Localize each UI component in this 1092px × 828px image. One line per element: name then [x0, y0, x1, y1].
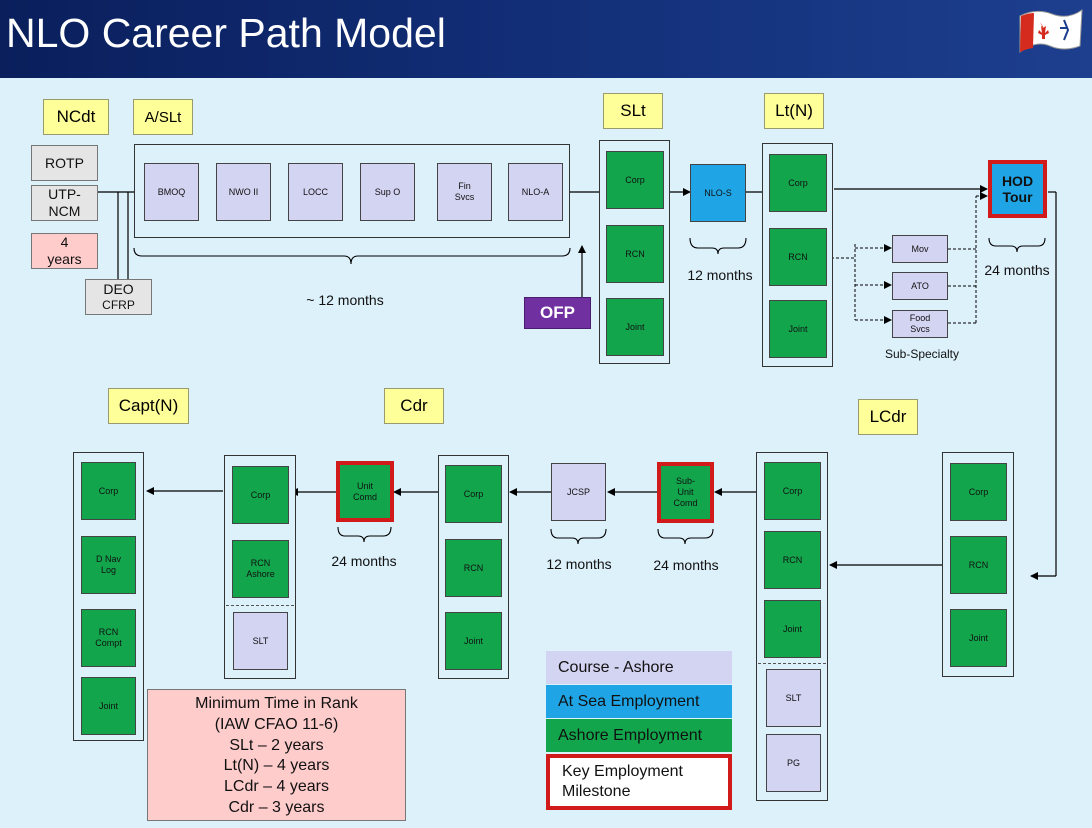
canadian-navy-flag-icon: [1019, 8, 1083, 53]
deo-label: DEO: [103, 281, 134, 297]
duration-unit: 24 months: [331, 553, 397, 569]
rank-lcdr: LCdr: [858, 399, 918, 435]
min-time-lcdr: LCdr – 4 years: [224, 778, 329, 796]
rank-aslt: A/SLt: [133, 99, 193, 135]
lcdr-pg-course: PG: [766, 734, 821, 792]
rank-ncdt: NCdt: [43, 99, 109, 135]
cdr-joint: Joint: [445, 612, 502, 670]
rank-slt: SLt: [603, 93, 663, 129]
captn-joint: Joint: [81, 677, 136, 735]
lcdr-right-rcn: RCN: [950, 536, 1007, 594]
aslt-course-group: [134, 144, 570, 238]
page-title: NLO Career Path Model: [6, 10, 446, 56]
course-nwo2: NWO II: [216, 163, 271, 221]
subspecialty-ato: ATO: [892, 272, 948, 300]
rank-cdr: Cdr: [384, 388, 444, 424]
captn-left-corp: Corp: [81, 462, 136, 520]
course-jcsp: JCSP: [551, 463, 606, 521]
ltn-corp: Corp: [769, 154, 827, 212]
legend-sea: At Sea Employment: [546, 685, 732, 718]
course-nloa: NLO-A: [508, 163, 563, 221]
lcdr-joint: Joint: [764, 600, 821, 658]
min-time-slt: SLt – 2 years: [229, 736, 324, 754]
captn-rcn-compt: RCN Compt: [81, 609, 136, 667]
lcdr-rcn: RCN: [764, 531, 821, 589]
legend-key-line1: Key Employment: [562, 763, 683, 780]
captn-dnavlog: D Nav Log: [81, 536, 136, 594]
captn-corp: Corp: [232, 466, 289, 524]
lcdr-right-joint: Joint: [950, 609, 1007, 667]
subspecialty-mov: Mov: [892, 235, 948, 263]
course-bmoq: BMOQ: [144, 163, 199, 221]
cfrp-label: CFRP: [102, 298, 135, 312]
course-supo: Sup O: [360, 163, 415, 221]
legend-ashore: Ashore Employment: [546, 719, 732, 752]
slt-rcn: RCN: [606, 225, 664, 283]
duration-jcsp: 12 months: [546, 556, 612, 572]
min-time-ltn: Lt(N) – 4 years: [223, 757, 330, 775]
duration-subunit: 24 months: [653, 557, 719, 573]
duration-aslt: ~ 12 months: [306, 292, 384, 308]
milestone-sub-unit-comd: Sub- Unit Comd: [657, 462, 714, 523]
ltn-rcn: RCN: [769, 228, 827, 286]
entry-utp-ncm: UTP- NCM: [31, 185, 98, 221]
legend-course: Course - Ashore: [546, 651, 732, 684]
cdr-corp: Corp: [445, 465, 502, 523]
min-time-in-rank-box: Minimum Time in Rank (IAW CFAO 11-6) SLt…: [147, 689, 406, 821]
duration-nlos: 12 months: [687, 267, 753, 283]
milestone-unit-comd: Unit Comd: [336, 461, 394, 522]
entry-rotp: ROTP: [31, 145, 98, 181]
ltn-joint: Joint: [769, 300, 827, 358]
legend-key-milestone: Key Employment Milestone: [546, 754, 732, 810]
min-time-cdr: Cdr – 3 years: [228, 798, 325, 816]
captn-slt-course: SLT: [233, 612, 288, 670]
entry-deo-cfrp: DEO CFRP: [85, 279, 152, 315]
lcdr-corp: Corp: [764, 462, 821, 520]
duration-hod: 24 months: [984, 262, 1050, 278]
captn-separator: [226, 605, 294, 606]
lcdr-right-corp: Corp: [950, 463, 1007, 521]
course-finsvcs: Fin Svcs: [437, 163, 492, 221]
entry-four-years: 4 years: [31, 233, 98, 269]
course-locc: LOCC: [288, 163, 343, 221]
slt-corp: Corp: [606, 151, 664, 209]
ofp-badge: OFP: [524, 297, 591, 329]
legend-key-line2: Milestone: [562, 783, 631, 800]
course-nlos: NLO-S: [690, 164, 746, 222]
rank-captn: Capt(N): [108, 388, 189, 424]
rank-ltn: Lt(N): [764, 93, 824, 129]
cdr-rcn: RCN: [445, 539, 502, 597]
lcdr-separator: [758, 663, 826, 664]
title-bar: NLO Career Path Model: [0, 0, 1092, 78]
lcdr-slt-course: SLT: [766, 669, 821, 727]
min-time-ref: (IAW CFAO 11-6): [214, 715, 339, 733]
subspecialty-label: Sub-Specialty: [884, 347, 960, 361]
slt-joint: Joint: [606, 298, 664, 356]
subspecialty-food: Food Svcs: [892, 310, 948, 338]
captn-rcn-ashore: RCN Ashore: [232, 540, 289, 598]
milestone-hod-tour: HOD Tour: [988, 160, 1047, 218]
min-time-title: Minimum Time in Rank: [195, 695, 358, 712]
